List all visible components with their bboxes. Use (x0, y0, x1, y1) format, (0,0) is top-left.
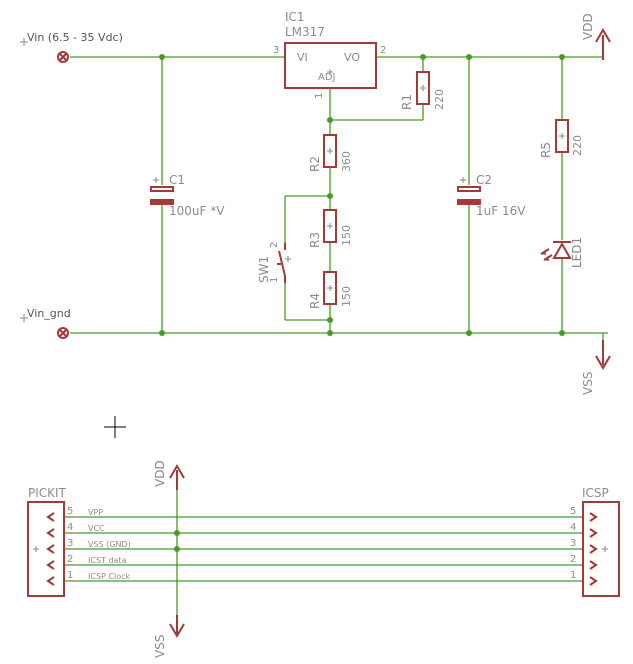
vin-terminal: Vin (6.5 - 35 Vdc) (20, 31, 123, 63)
r2-value: 360 (340, 151, 353, 172)
pickit-pin-num-1: 1 (67, 570, 73, 581)
ic1-pin-adj: ADJ (318, 72, 336, 83)
signal-labels: 5 4 3 2 1 VPP VCC VSS (GND) ICST data IC… (67, 506, 576, 581)
vdd-supply-top: VDD (581, 13, 611, 60)
ic1-pin2: 2 (380, 45, 386, 56)
signal-name-vpp: VPP (88, 508, 103, 517)
ic1-pin3: 3 (273, 45, 279, 56)
vss-label-top: VSS (581, 372, 595, 395)
r1-value: 220 (433, 89, 446, 110)
resistor-r1: R1 220 (400, 71, 446, 110)
vss-supply-bottom: VSS (153, 615, 185, 658)
icsp-label: ICSP (582, 486, 609, 500)
ic1-pin-vo: VO (344, 51, 360, 64)
r1-name: R1 (400, 94, 414, 110)
sw1-pin2: 2 (269, 242, 280, 248)
vdd-label-top: VDD (581, 13, 595, 40)
resistor-r2: R2 360 (308, 134, 353, 172)
vss-label-bottom: VSS (153, 635, 167, 658)
r4-name: R4 (308, 293, 322, 309)
c1-value: 100uF *V (169, 204, 225, 218)
sw1-name: SW1 (257, 256, 271, 283)
pickit-pin-num-4: 4 (67, 522, 73, 533)
icsp-pins (589, 512, 598, 586)
icsp-pin-num-3: 3 (570, 538, 576, 549)
c2-value: 1uF 16V (476, 204, 526, 218)
led-led1: LED1 (540, 237, 584, 268)
signal-name-clock: ICSP Clock (88, 572, 130, 581)
vin-label: Vin (6.5 - 35 Vdc) (27, 31, 123, 44)
signal-name-vcc: VCC (88, 524, 105, 533)
resistor-r5: R5 220 (539, 119, 584, 158)
pickit-pin-num-2: 2 (67, 554, 73, 565)
icsp-pin-num-4: 4 (570, 522, 576, 533)
junction-dots (159, 54, 565, 336)
ic1-pin1: 1 (314, 93, 325, 99)
icsp-header: ICSP (582, 486, 620, 597)
r5-name: R5 (539, 142, 553, 158)
pickit-pin-num-5: 5 (67, 506, 73, 517)
capacitor-c1: C1 100uF *V (150, 173, 225, 218)
signal-name-data: ICST data (88, 556, 127, 565)
pickit-pin-num-3: 3 (67, 538, 73, 549)
r4-value: 150 (340, 286, 353, 307)
ic1-value: LM317 (285, 25, 325, 39)
icsp-pin-num-1: 1 (570, 570, 576, 581)
icsp-pin-num-2: 2 (570, 554, 576, 565)
resistor-r3: R3 150 (308, 209, 353, 248)
pickit-header: PICKIT (27, 486, 67, 597)
ic1-name: IC1 (285, 10, 305, 24)
signal-name-vss: VSS (GND) (88, 540, 131, 549)
vdd-supply-bottom: VDD (153, 460, 185, 490)
pickit-label: PICKIT (28, 486, 67, 500)
vss-supply-top: VSS (581, 340, 611, 395)
r3-value: 150 (340, 225, 353, 246)
sw1-pin1: 1 (269, 277, 280, 283)
r3-name: R3 (308, 232, 322, 248)
r2-name: R2 (308, 156, 322, 172)
header-wires (65, 475, 582, 632)
vdd-label-bottom: VDD (153, 460, 167, 487)
icsp-pin-num-5: 5 (570, 506, 576, 517)
ic1-regulator: IC1 LM317 VI VO ADJ 3 2 1 (273, 10, 386, 99)
r5-value: 220 (571, 135, 584, 156)
c2-name: C2 (476, 173, 492, 187)
c1-name: C1 (169, 173, 185, 187)
pickit-pins (46, 512, 55, 586)
resistor-r4: R4 150 (308, 271, 353, 309)
led1-name: LED1 (570, 237, 584, 268)
switch-sw1: SW1 2 1 (257, 242, 291, 283)
gnd-label: Vin_gnd (27, 307, 71, 320)
ic1-pin-vi: VI (297, 51, 308, 64)
capacitor-c2: C2 1uF 16V (457, 173, 526, 218)
gnd-terminal: Vin_gnd (20, 307, 71, 339)
crosshair-cursor-icon (104, 416, 126, 438)
